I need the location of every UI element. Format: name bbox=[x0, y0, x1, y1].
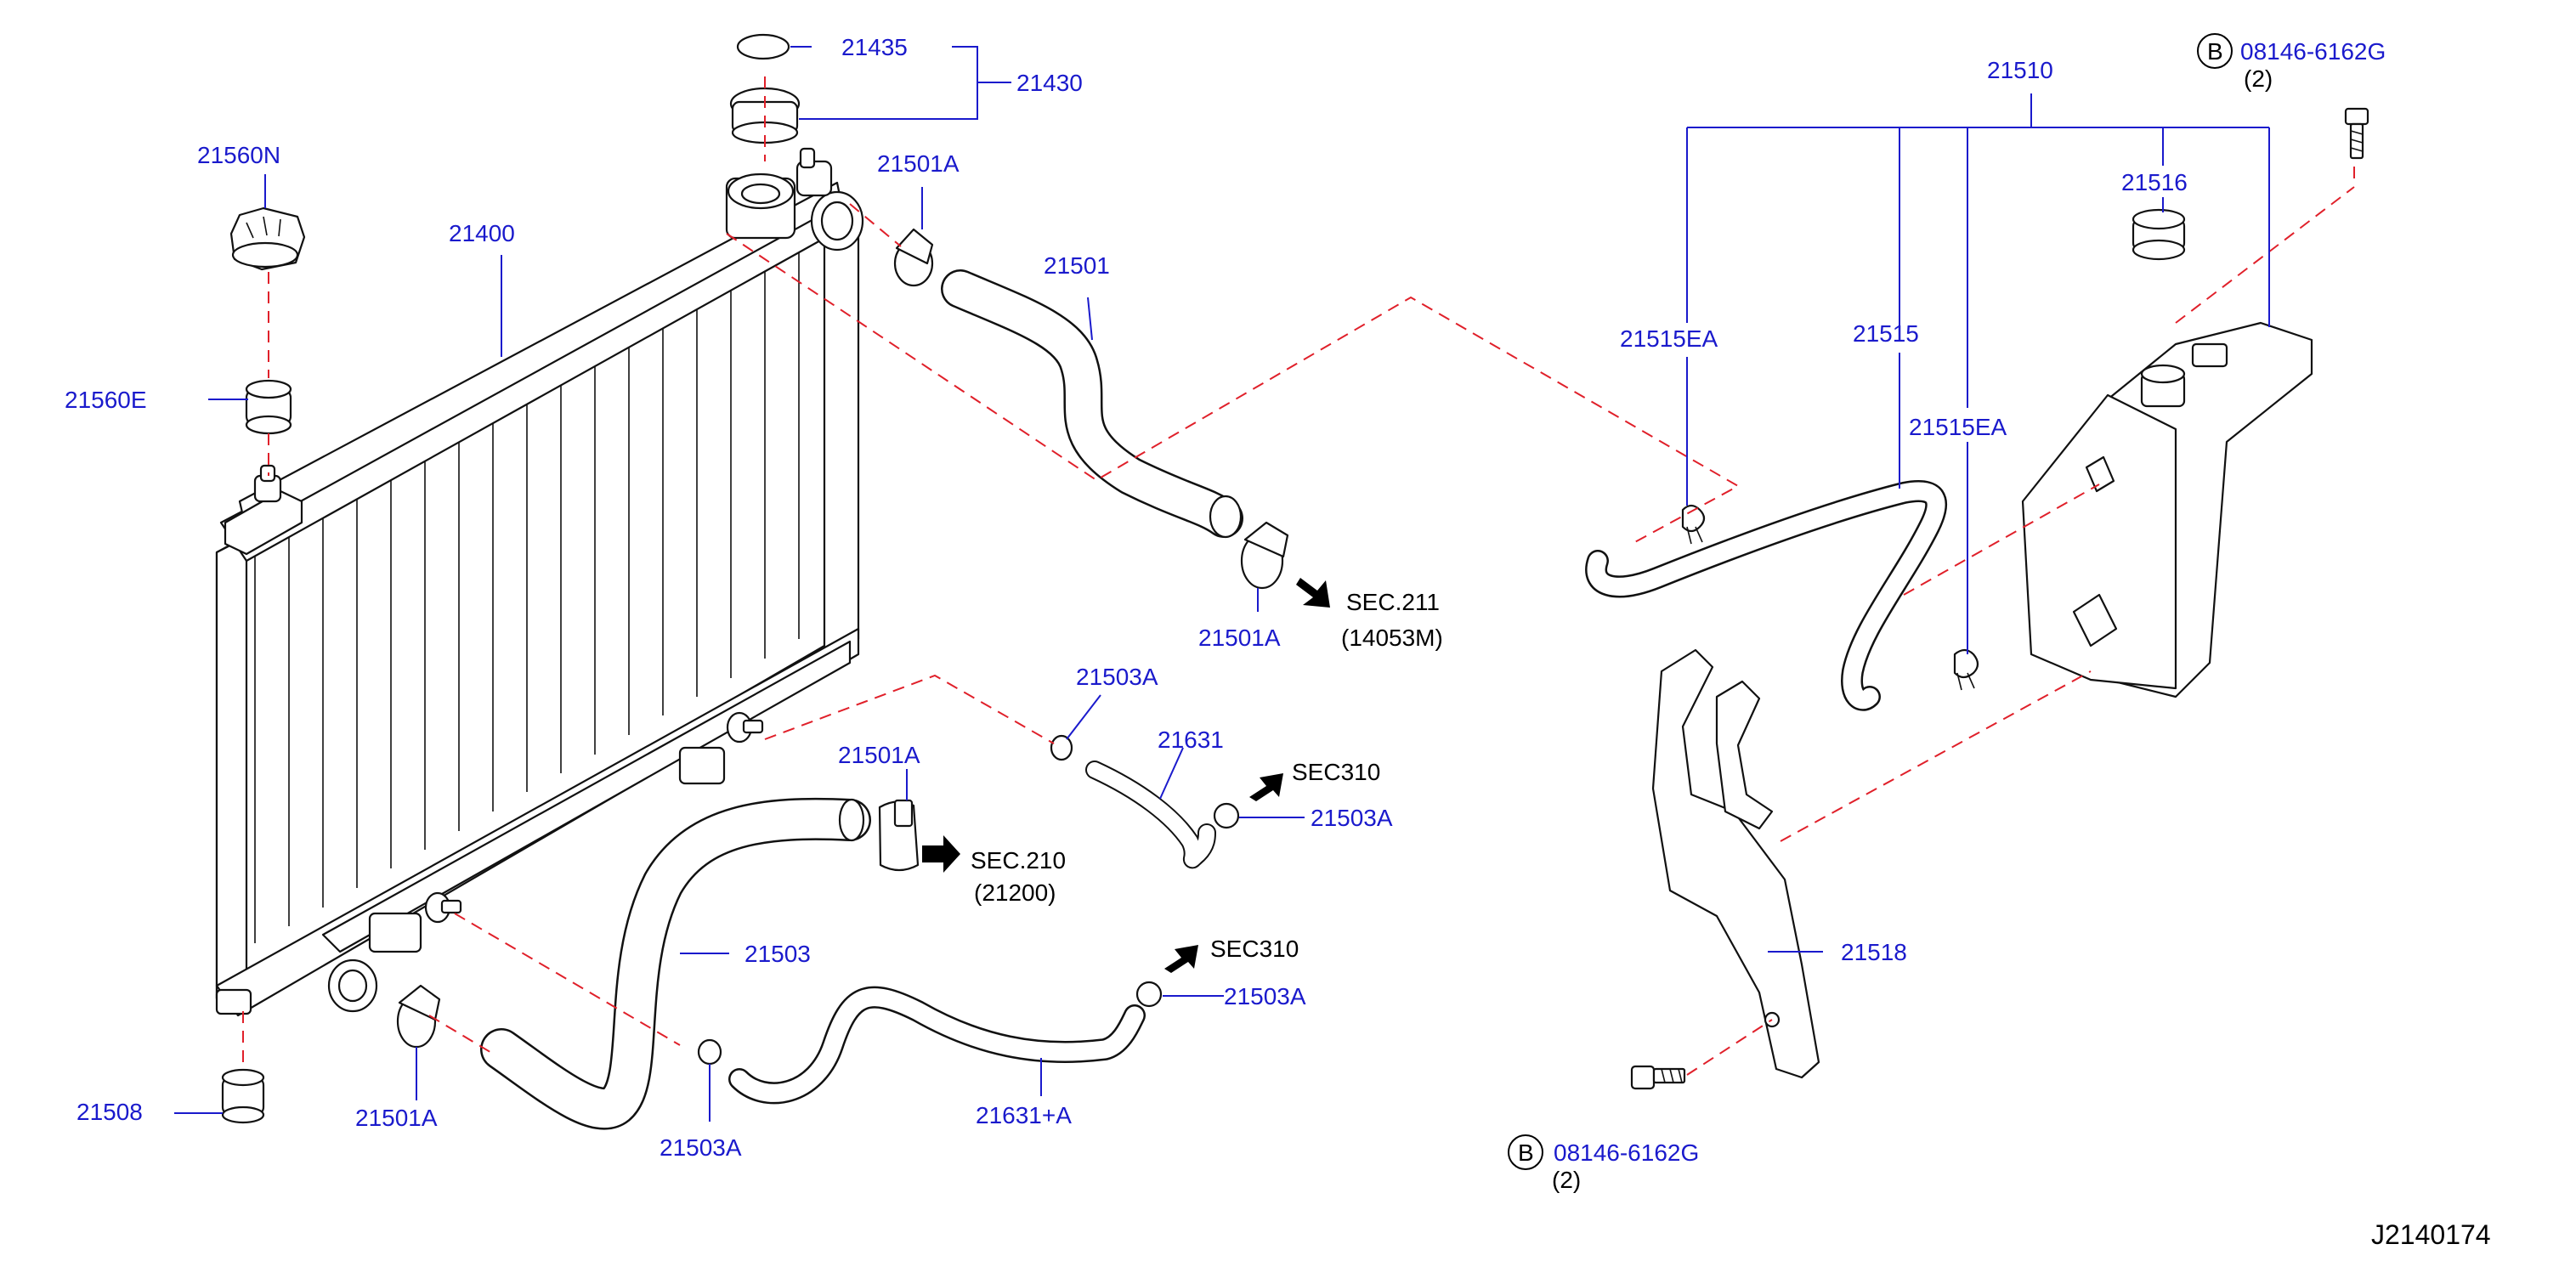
arrow-sec310-2 bbox=[1164, 945, 1198, 973]
label-21503A-4: 21503A bbox=[660, 1134, 742, 1161]
label-sec310-2: SEC310 bbox=[1210, 936, 1299, 962]
label-21503: 21503 bbox=[744, 941, 811, 967]
arrow-sec310-1 bbox=[1249, 773, 1283, 801]
label-21501A-bot: 21501A bbox=[355, 1105, 438, 1131]
clamp-21501A-top bbox=[893, 228, 934, 287]
label-21435: 21435 bbox=[841, 34, 908, 60]
label-bolt-bottom-qty: (2) bbox=[1552, 1167, 1581, 1193]
label-21515EA-2: 21515EA bbox=[1909, 414, 2007, 440]
clamp-21503A-4 bbox=[697, 1038, 722, 1066]
clamp-21501A-bot bbox=[396, 984, 441, 1049]
clip-21515EA-2 bbox=[1953, 648, 1979, 691]
label-21560E: 21560E bbox=[65, 387, 147, 413]
bolt-top-b: B bbox=[2207, 38, 2223, 65]
label-sec310-1: SEC310 bbox=[1292, 759, 1380, 785]
bolt-bottom-b-circle bbox=[1508, 1134, 1543, 1170]
label-21400: 21400 bbox=[449, 220, 515, 246]
diagram-code: J2140174 bbox=[2371, 1219, 2491, 1250]
label-21510: 21510 bbox=[1987, 57, 2053, 83]
hose-21631A bbox=[728, 986, 1146, 1105]
label-21503A-3: 21503A bbox=[1224, 983, 1306, 1009]
label-21501A-mid: 21501A bbox=[1198, 625, 1281, 651]
hose-21515 bbox=[1585, 480, 1948, 711]
label-21515: 21515 bbox=[1853, 320, 1919, 347]
label-21501A-top: 21501A bbox=[877, 150, 960, 177]
section-arrows bbox=[922, 578, 1330, 973]
bolt-bottom-b: B bbox=[1518, 1139, 1534, 1166]
bolt-bottom bbox=[1630, 1065, 1686, 1090]
clamp-21503A-2 bbox=[1213, 802, 1240, 829]
label-sec210-ref: (21200) bbox=[974, 879, 1056, 906]
phantom-lines bbox=[242, 76, 2355, 1076]
clamp-21503A-1 bbox=[1050, 734, 1073, 761]
hose-21631 bbox=[1085, 761, 1216, 869]
label-21518: 21518 bbox=[1841, 939, 1907, 965]
label-21501: 21501 bbox=[1044, 252, 1110, 279]
lower-hose-21503 bbox=[480, 797, 871, 1130]
label-sec211: SEC.211 bbox=[1346, 589, 1440, 615]
clamp-21503A-3 bbox=[1135, 981, 1163, 1008]
arrow-sec211 bbox=[1296, 578, 1330, 608]
label-21430: 21430 bbox=[1016, 70, 1083, 96]
clip-21515EA-1 bbox=[1681, 504, 1706, 545]
label-bolt-bottom: 08146-6162G bbox=[1554, 1139, 1699, 1166]
label-21503A-2: 21503A bbox=[1311, 805, 1393, 831]
cap-21516 bbox=[2132, 208, 2186, 261]
label-21508: 21508 bbox=[76, 1099, 143, 1125]
bolt-top bbox=[2344, 107, 2369, 160]
bracket-21518 bbox=[1651, 648, 1820, 1079]
label-sec210: SEC.210 bbox=[971, 847, 1066, 874]
leader-lines bbox=[174, 46, 2270, 1122]
arrow-sec210 bbox=[922, 835, 960, 873]
label-21501A-low: 21501A bbox=[838, 742, 920, 768]
label-21515EA-1: 21515EA bbox=[1620, 325, 1718, 352]
label-21631: 21631 bbox=[1158, 727, 1224, 753]
clamp-21501A-mid bbox=[1240, 521, 1289, 590]
label-sec211-ref: (14053M) bbox=[1341, 625, 1443, 651]
reservoir-tank bbox=[2021, 321, 2313, 698]
clamp-21501A-low bbox=[878, 799, 920, 872]
mount-21560E bbox=[245, 379, 292, 435]
mount-21508 bbox=[221, 1068, 265, 1124]
cap-21560N bbox=[229, 206, 306, 271]
label-21631A: 21631+A bbox=[976, 1102, 1072, 1128]
upper-hose-21501 bbox=[941, 269, 1243, 539]
label-bolt-top: 08146-6162G bbox=[2240, 38, 2386, 65]
bolt-top-b-circle bbox=[2197, 33, 2233, 69]
label-21516: 21516 bbox=[2121, 169, 2188, 195]
label-21503A-1: 21503A bbox=[1076, 664, 1158, 690]
label-21560N: 21560N bbox=[197, 142, 280, 168]
label-bolt-top-qty: (2) bbox=[2244, 65, 2273, 92]
radiator-core bbox=[215, 147, 864, 1017]
